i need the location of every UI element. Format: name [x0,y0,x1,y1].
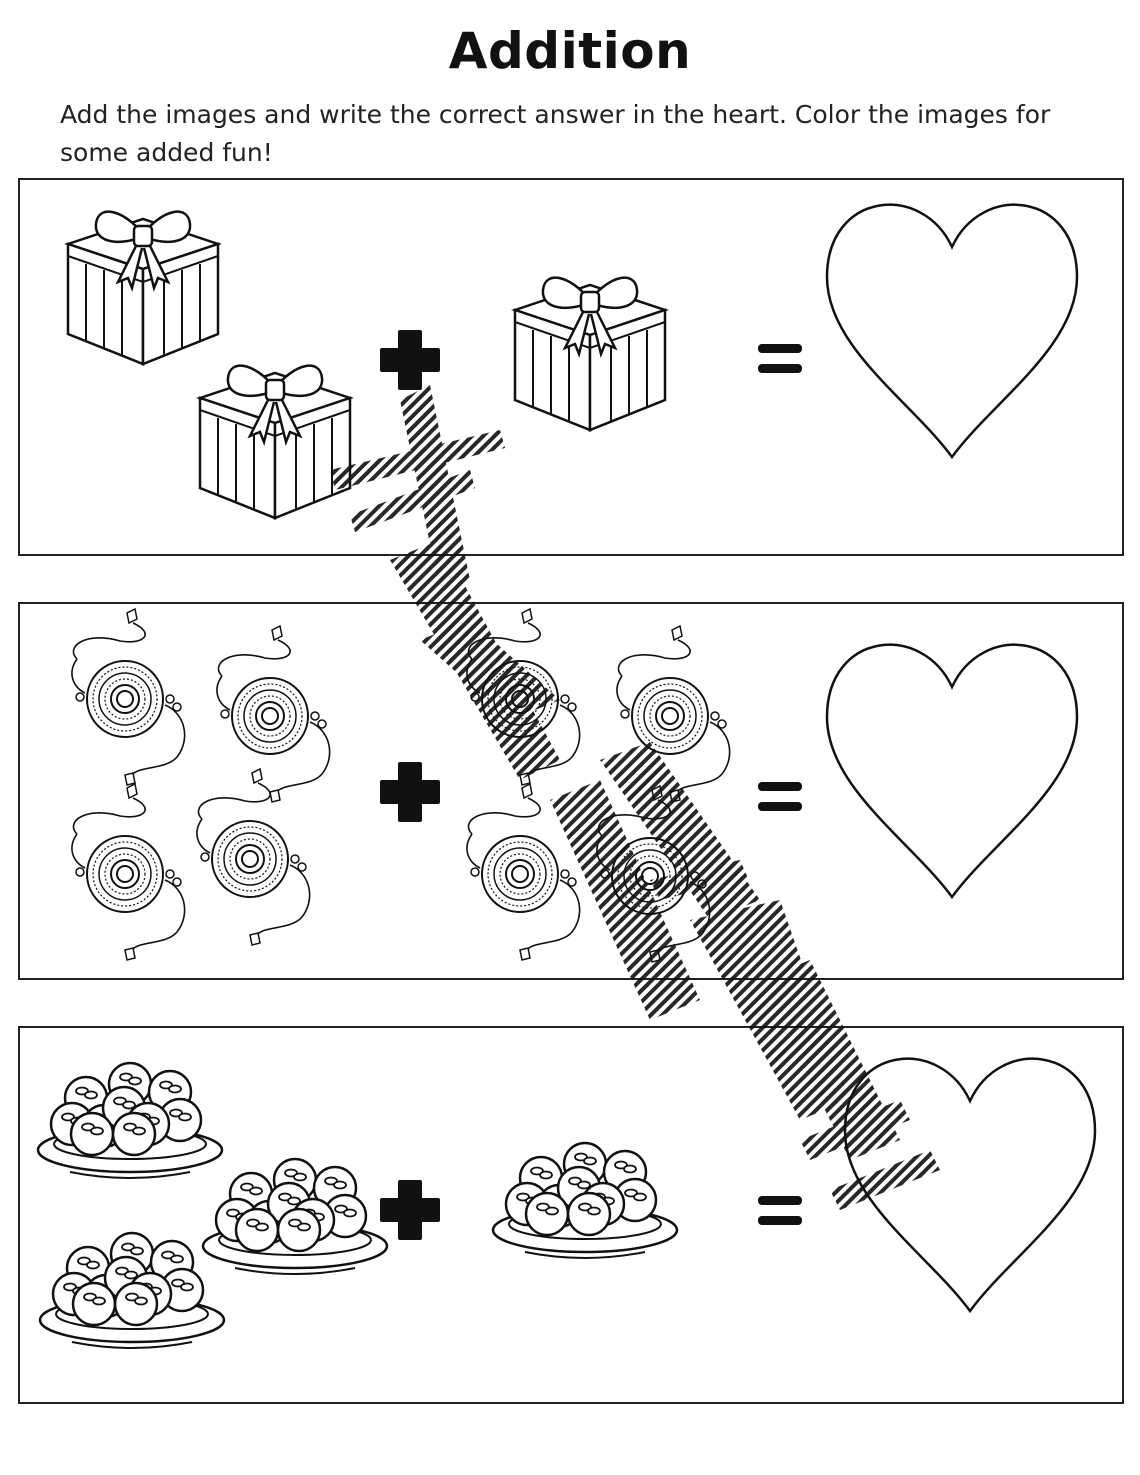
problem-laddoo [18,1026,1124,1404]
plus-icon [380,330,440,390]
rakhi-icon [70,783,186,961]
instructions-text: Add the images and write the correct ans… [60,100,1051,167]
problem-rakhi [18,602,1124,980]
gift-icon [198,364,352,520]
rakhi-icon [615,625,731,803]
laddoo-plate-icon [493,1143,677,1258]
equals-icon [758,1196,802,1225]
rakhi-icon [215,625,331,803]
laddoo-plate-icon [38,1063,222,1178]
plus-icon [380,762,440,822]
heart-icon[interactable] [843,1057,1097,1313]
page-title: Addition [448,22,692,80]
rakhi-icon [195,768,311,946]
equals-icon [758,782,802,811]
gift-icon [66,210,220,366]
heart-icon[interactable] [825,643,1079,899]
rakhi-icon [595,785,711,963]
plus-icon [380,1180,440,1240]
rakhi-icon [70,608,186,786]
rakhi-icon [465,783,581,961]
laddoo-plate-icon [203,1159,387,1274]
equals-icon [758,344,802,373]
problem-gifts [18,178,1124,556]
heart-icon[interactable] [825,203,1079,459]
laddoo-plate-icon [40,1233,224,1348]
rakhi-icon [465,608,581,786]
gift-icon [513,276,667,432]
